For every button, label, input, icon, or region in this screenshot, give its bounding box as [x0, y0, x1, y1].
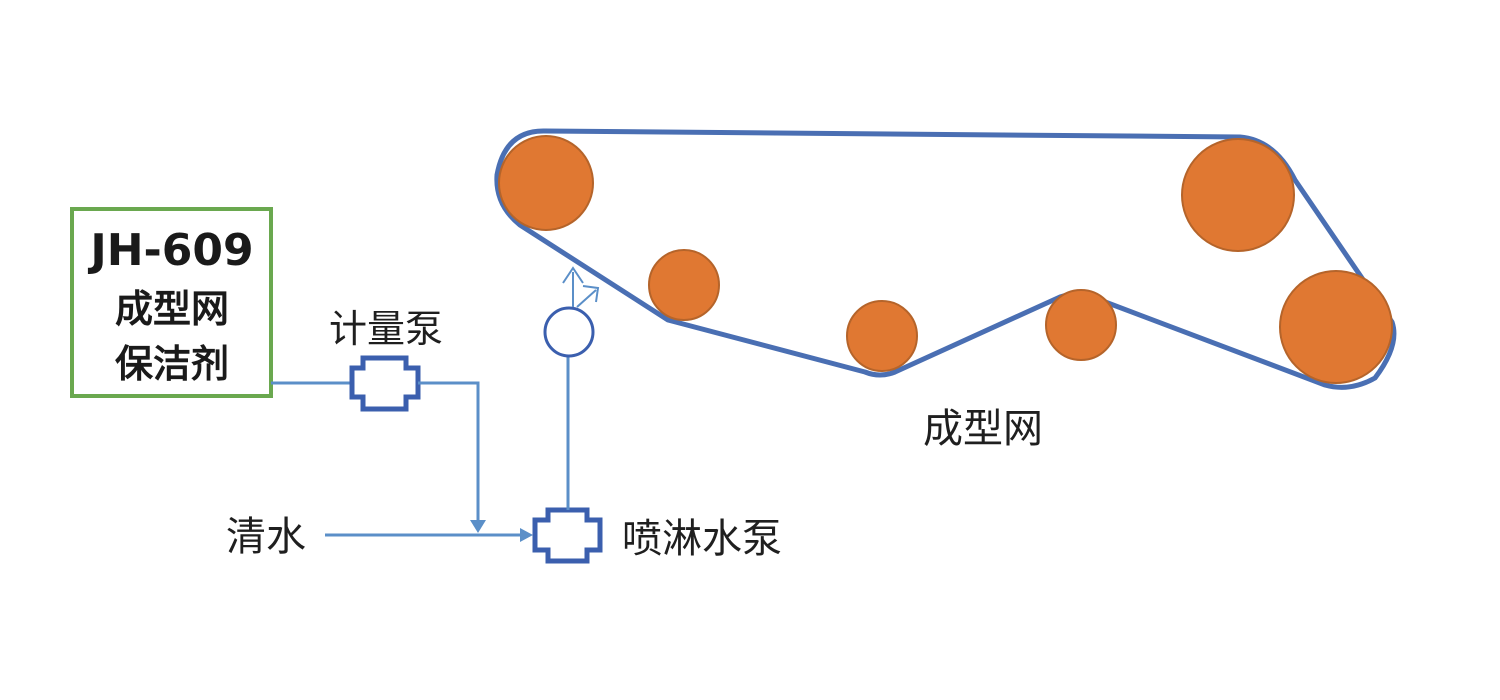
agent-desc-line1: 成型网 [115, 287, 229, 331]
spray-arrows [562, 266, 600, 308]
arrow-down-icon [470, 520, 486, 533]
agent-name: JH-609 [87, 225, 253, 276]
spray-pump-label: 喷淋水泵 [622, 516, 782, 562]
roller-icon [648, 249, 720, 321]
roller-icon [1181, 138, 1295, 252]
roller-icon [1279, 270, 1393, 384]
agent-desc-line2: 保洁剂 [115, 342, 229, 386]
pump-icon [349, 355, 421, 412]
roller-icon [846, 300, 918, 372]
spray-nozzle-icon [543, 306, 595, 358]
pump-icon [532, 507, 603, 564]
roller-icon [1045, 289, 1117, 361]
metering-pump-label: 计量泵 [329, 307, 443, 351]
clean-water-label: 清水 [226, 514, 306, 560]
agent-box [70, 207, 273, 398]
arrow-right-icon [520, 528, 533, 542]
forming-wire-label: 成型网 [923, 406, 1043, 452]
roller-icon [498, 135, 594, 231]
pipe-meter-to-junction [418, 381, 480, 524]
